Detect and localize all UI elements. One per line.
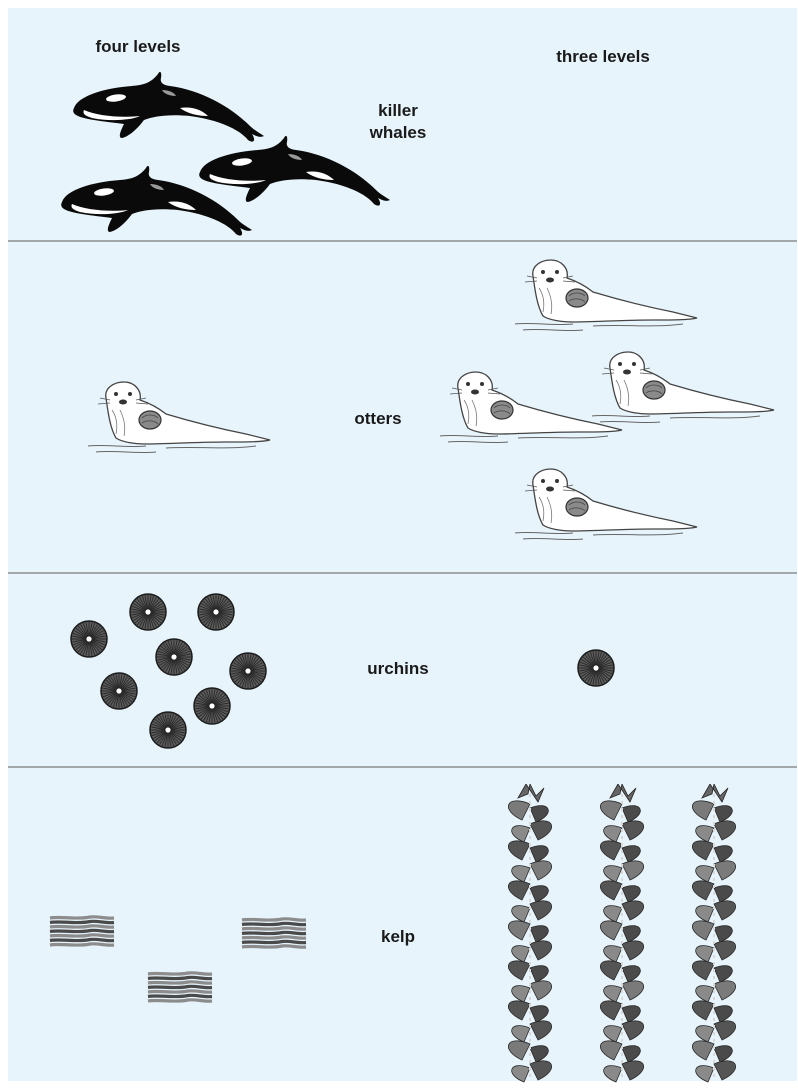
kelp-clump-icon — [48, 914, 116, 952]
sea-urchin-icon — [128, 592, 168, 632]
killer-whale-icon — [58, 160, 253, 240]
kelp-label: kelp — [353, 926, 443, 948]
kelp-stalk-icon — [684, 784, 746, 1084]
sea-otter-icon — [590, 350, 780, 430]
band-otters: otters — [8, 242, 797, 572]
otters-label: otters — [333, 408, 423, 430]
band-urchins: urchins — [8, 574, 797, 766]
sea-urchin-icon — [154, 637, 194, 677]
sea-urchin-icon — [196, 592, 236, 632]
band-killer-whales: killer whales — [8, 8, 797, 240]
kelp-clump-icon — [146, 970, 214, 1008]
urchins-label: urchins — [353, 658, 443, 680]
sea-urchin-icon — [99, 671, 139, 711]
sea-otter-icon — [513, 467, 703, 547]
sea-urchin-icon — [148, 710, 188, 750]
sea-urchin-icon — [228, 651, 268, 691]
sea-urchin-icon — [576, 648, 616, 688]
killer-whales-label-line1: killer — [353, 100, 443, 122]
sea-otter-icon — [513, 258, 703, 338]
band-kelp: kelp — [8, 768, 797, 1081]
sea-urchin-icon — [192, 686, 232, 726]
sea-urchin-icon — [69, 619, 109, 659]
food-web-diagram: four levels three levels killer whales o… — [8, 8, 797, 1081]
kelp-stalk-icon — [592, 784, 654, 1084]
kelp-stalk-icon — [500, 784, 562, 1084]
kelp-clump-icon — [240, 916, 308, 954]
sea-otter-icon — [86, 380, 276, 460]
